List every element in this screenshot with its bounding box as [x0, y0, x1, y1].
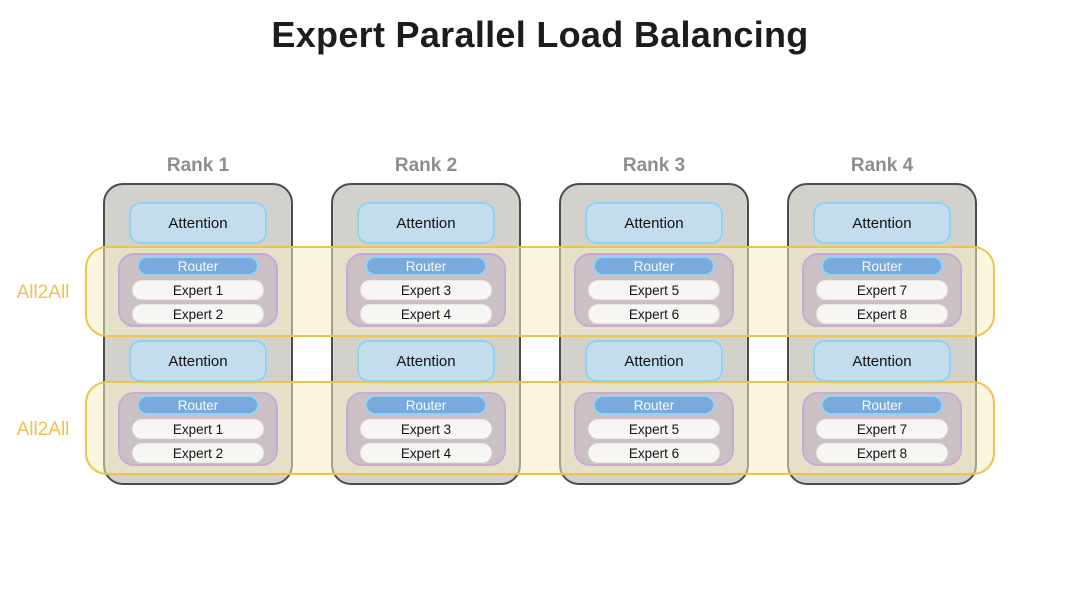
expert-pill: Expert 1 — [132, 419, 264, 439]
router-pill: Router — [137, 256, 259, 276]
expert-pill: Expert 7 — [816, 280, 948, 300]
attention-block: Attention — [357, 202, 495, 244]
rank-label: Rank 2 — [394, 155, 458, 176]
expert-pill: Expert 6 — [588, 304, 720, 324]
expert-pill: Expert 3 — [360, 419, 492, 439]
router-pill: Router — [137, 395, 259, 415]
expert-pill: Expert 3 — [360, 280, 492, 300]
router-pill: Router — [593, 395, 715, 415]
router-pill: Router — [365, 395, 487, 415]
attention-block: Attention — [813, 202, 951, 244]
all2all-label-1: All2All — [16, 282, 70, 303]
router-pill: Router — [821, 395, 943, 415]
attention-block: Attention — [813, 340, 951, 382]
router-pill: Router — [821, 256, 943, 276]
expert-pill: Expert 5 — [588, 419, 720, 439]
expert-pill: Expert 7 — [816, 419, 948, 439]
rank-label: Rank 3 — [622, 155, 686, 176]
attention-block: Attention — [585, 340, 723, 382]
expert-pill: Expert 8 — [816, 304, 948, 324]
router-pill: Router — [365, 256, 487, 276]
expert-pill: Expert 6 — [588, 443, 720, 463]
router-pill: Router — [593, 256, 715, 276]
expert-pill: Expert 1 — [132, 280, 264, 300]
expert-pill: Expert 4 — [360, 443, 492, 463]
attention-block: Attention — [129, 202, 267, 244]
attention-block: Attention — [129, 340, 267, 382]
all2all-label-2: All2All — [16, 419, 70, 440]
expert-pill: Expert 8 — [816, 443, 948, 463]
rank-label: Rank 4 — [850, 155, 914, 176]
attention-block: Attention — [585, 202, 723, 244]
expert-pill: Expert 2 — [132, 443, 264, 463]
attention-block: Attention — [357, 340, 495, 382]
expert-pill: Expert 5 — [588, 280, 720, 300]
rank-label: Rank 1 — [166, 155, 230, 176]
expert-pill: Expert 2 — [132, 304, 264, 324]
expert-pill: Expert 4 — [360, 304, 492, 324]
page-title: Expert Parallel Load Balancing — [271, 14, 809, 55]
